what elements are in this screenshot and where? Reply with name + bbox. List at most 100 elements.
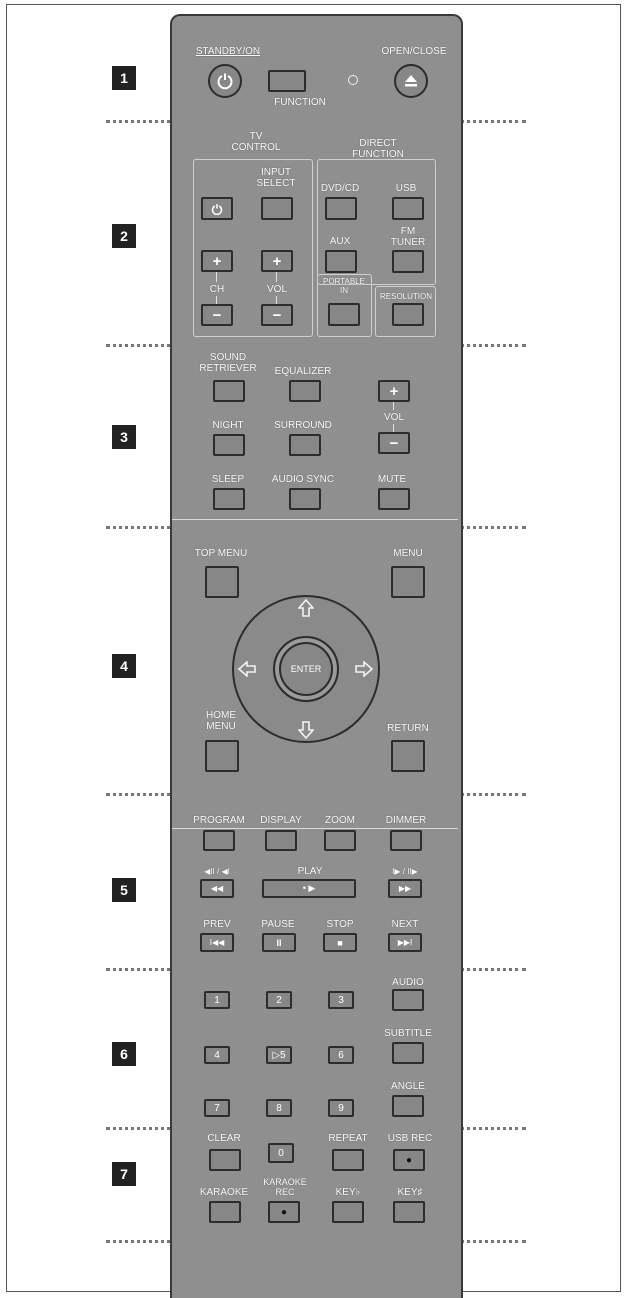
clear-button[interactable] xyxy=(209,1149,241,1171)
surround-button[interactable] xyxy=(289,434,321,456)
key-flat-button[interactable] xyxy=(332,1201,364,1223)
dimmer-label: DIMMER xyxy=(385,815,427,826)
tv-vol-down-button[interactable]: − xyxy=(261,304,293,326)
program-button[interactable] xyxy=(203,830,235,851)
key-flat-label: KEY♭ xyxy=(335,1187,361,1198)
mute-button[interactable] xyxy=(378,488,410,510)
number-key-6[interactable]: 6 xyxy=(328,1046,354,1064)
number-key-5[interactable]: ▷5 xyxy=(266,1046,292,1064)
arrow-down-icon[interactable] xyxy=(298,721,314,739)
portable-in-label: PORTABLE IN xyxy=(323,277,365,295)
arrow-up-icon[interactable] xyxy=(298,599,314,617)
menu-label: MENU xyxy=(393,548,423,559)
tv-power-icon xyxy=(211,203,223,215)
arrow-right-icon[interactable] xyxy=(355,661,373,677)
stop-label: STOP xyxy=(326,919,354,930)
display-label: DISPLAY xyxy=(260,815,302,826)
audio-sync-label: AUDIO SYNC xyxy=(271,474,335,485)
subtitle-label: SUBTITLE xyxy=(384,1028,432,1039)
number-key-3[interactable]: 3 xyxy=(328,991,354,1009)
tv-control-label: TV CONTROL xyxy=(231,131,281,153)
stop-button[interactable]: ■ xyxy=(323,933,357,952)
sleep-button[interactable] xyxy=(213,488,245,510)
night-button[interactable] xyxy=(213,434,245,456)
top-menu-label: TOP MENU xyxy=(194,548,248,559)
input-select-button[interactable] xyxy=(261,197,293,220)
enter-button[interactable]: ENTER xyxy=(273,636,339,702)
connector-line xyxy=(216,296,217,304)
pause-button[interactable]: II xyxy=(262,933,296,952)
tv-power-button[interactable] xyxy=(201,197,233,220)
number-key-7[interactable]: 7 xyxy=(204,1099,230,1117)
repeat-button[interactable] xyxy=(332,1149,364,1171)
play-button[interactable]: • ▶ xyxy=(262,879,356,898)
standby-button[interactable] xyxy=(208,64,242,98)
resolution-button[interactable] xyxy=(392,303,424,326)
number-key-4[interactable]: 4 xyxy=(204,1046,230,1064)
tv-ch-up-button[interactable]: + xyxy=(201,250,233,272)
display-button[interactable] xyxy=(265,830,297,851)
key-sharp-button[interactable] xyxy=(393,1201,425,1223)
prev-button[interactable]: I◀◀ xyxy=(200,933,234,952)
dimmer-button[interactable] xyxy=(390,830,422,851)
number-key-1[interactable]: 1 xyxy=(204,991,230,1009)
home-menu-label: HOME MENU xyxy=(206,710,236,732)
standby-label: STANDBY/ON xyxy=(195,46,261,57)
top-menu-button[interactable] xyxy=(205,566,239,598)
equalizer-button[interactable] xyxy=(289,380,321,402)
connector-line xyxy=(276,296,277,304)
tv-ch-down-button[interactable]: − xyxy=(201,304,233,326)
karaoke-rec-button[interactable]: ● xyxy=(268,1201,300,1223)
vol-up-button[interactable]: + xyxy=(378,380,410,402)
direct-function-label: DIRECT FUNCTION xyxy=(352,138,404,160)
tv-control-group xyxy=(193,159,313,337)
karaoke-button[interactable] xyxy=(209,1201,241,1223)
ch-label: CH xyxy=(209,284,225,295)
arrow-left-icon[interactable] xyxy=(238,661,256,677)
home-menu-button[interactable] xyxy=(205,740,239,772)
section-marker-2: 2 xyxy=(112,224,136,248)
program-label: PROGRAM xyxy=(193,815,245,826)
number-key-0[interactable]: 0 xyxy=(268,1143,294,1163)
angle-button[interactable] xyxy=(392,1095,424,1117)
number-key-9[interactable]: 9 xyxy=(328,1099,354,1117)
fast-forward-button[interactable]: ▶▶ xyxy=(388,879,422,898)
dvd-cd-button[interactable] xyxy=(325,197,357,220)
vol-down-button[interactable]: − xyxy=(378,432,410,454)
rewind-button[interactable]: ◀◀ xyxy=(200,879,234,898)
menu-button[interactable] xyxy=(391,566,425,598)
karaoke-label: KARAOKE xyxy=(199,1187,249,1198)
clear-label: CLEAR xyxy=(207,1133,241,1144)
vol-label: VOL xyxy=(383,412,405,423)
usb-rec-button[interactable]: ● xyxy=(393,1149,425,1171)
fm-tuner-button[interactable] xyxy=(392,250,424,273)
number-key-8[interactable]: 8 xyxy=(266,1099,292,1117)
section-marker-4: 4 xyxy=(112,654,136,678)
zoom-button[interactable] xyxy=(324,830,356,851)
return-button[interactable] xyxy=(391,740,425,772)
section-marker-1: 1 xyxy=(112,66,136,90)
next-button[interactable]: ▶▶I xyxy=(388,933,422,952)
portable-in-button[interactable] xyxy=(328,303,360,326)
slow-back-label: ◀II / ◀I xyxy=(204,867,230,876)
tv-vol-up-button[interactable]: + xyxy=(261,250,293,272)
indicator-light xyxy=(348,75,358,85)
eject-icon xyxy=(403,73,419,89)
play-label: PLAY xyxy=(297,866,323,877)
function-button[interactable] xyxy=(268,70,306,92)
audio-sync-button[interactable] xyxy=(289,488,321,510)
sound-retriever-label: SOUND RETRIEVER xyxy=(199,352,257,374)
open-close-button[interactable] xyxy=(394,64,428,98)
usb-rec-label: USB REC xyxy=(387,1133,433,1144)
resolution-group xyxy=(375,286,436,337)
usb-button[interactable] xyxy=(392,197,424,220)
audio-label: AUDIO xyxy=(392,977,424,988)
angle-label: ANGLE xyxy=(391,1081,425,1092)
sound-retriever-button[interactable] xyxy=(213,380,245,402)
audio-button[interactable] xyxy=(392,989,424,1011)
aux-button[interactable] xyxy=(325,250,357,273)
subtitle-button[interactable] xyxy=(392,1042,424,1064)
sleep-label: SLEEP xyxy=(211,474,245,485)
connector-line xyxy=(393,402,394,410)
number-key-2[interactable]: 2 xyxy=(266,991,292,1009)
